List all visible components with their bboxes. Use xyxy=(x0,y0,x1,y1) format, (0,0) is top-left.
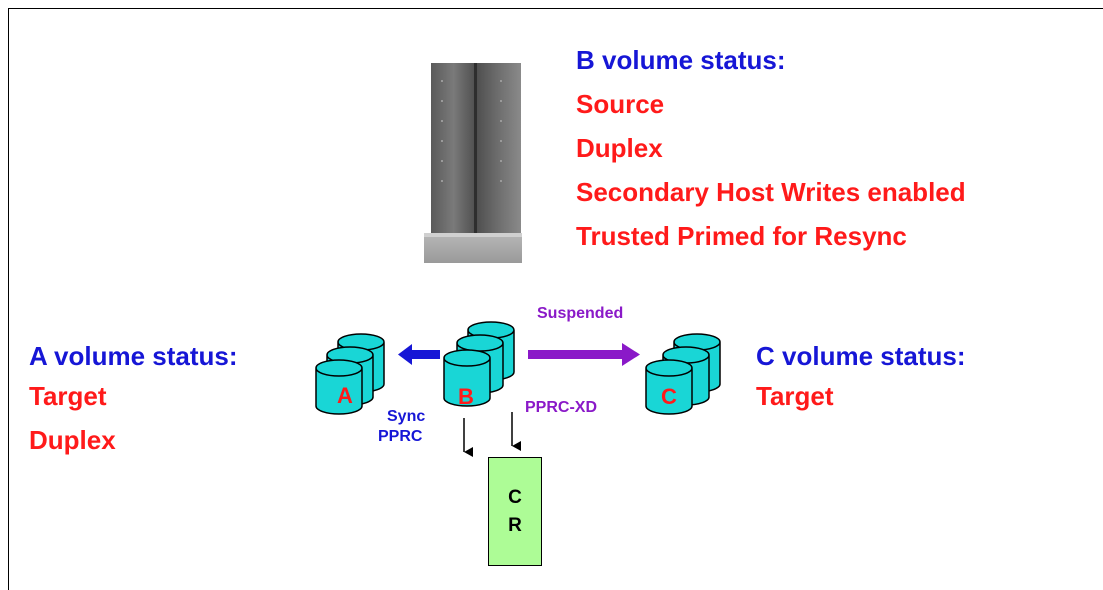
b-status-line: Trusted Primed for Resync xyxy=(576,221,907,251)
volume-b-disk-stack xyxy=(443,321,515,407)
cr-box-line: R xyxy=(508,514,522,536)
b-status-line: Duplex xyxy=(576,133,663,163)
slide-frame xyxy=(8,8,1103,590)
cr-box: C R xyxy=(488,457,542,566)
b-status-line: Source xyxy=(576,89,665,119)
volume-b-label: B xyxy=(458,384,474,409)
sync-label: Sync xyxy=(387,408,425,425)
a-status-line: Duplex xyxy=(29,425,116,455)
a-status-line: Target xyxy=(29,381,107,411)
b-status-line: Secondary Host Writes enabled xyxy=(576,177,966,207)
volume-c-label: C xyxy=(661,384,677,409)
pprc-xd-label: PPRC-XD xyxy=(525,399,597,416)
a-status-heading: A volume status: xyxy=(29,341,238,371)
sync-pprc-arrow xyxy=(398,344,440,365)
pprc-label: PPRC xyxy=(378,428,423,445)
c-status-heading: C volume status: xyxy=(756,341,966,371)
pprc-xd-arrow xyxy=(528,343,640,366)
suspended-label: Suspended xyxy=(537,305,623,322)
volume-c-disk-stack xyxy=(645,333,721,415)
c-status-line: Target xyxy=(756,381,834,411)
volume-a-disk-stack xyxy=(315,333,385,415)
b-status-heading: B volume status: xyxy=(576,45,786,75)
volume-a-label: A xyxy=(337,383,353,408)
cr-box-line: C xyxy=(508,486,522,508)
storage-server-icon xyxy=(424,63,522,263)
